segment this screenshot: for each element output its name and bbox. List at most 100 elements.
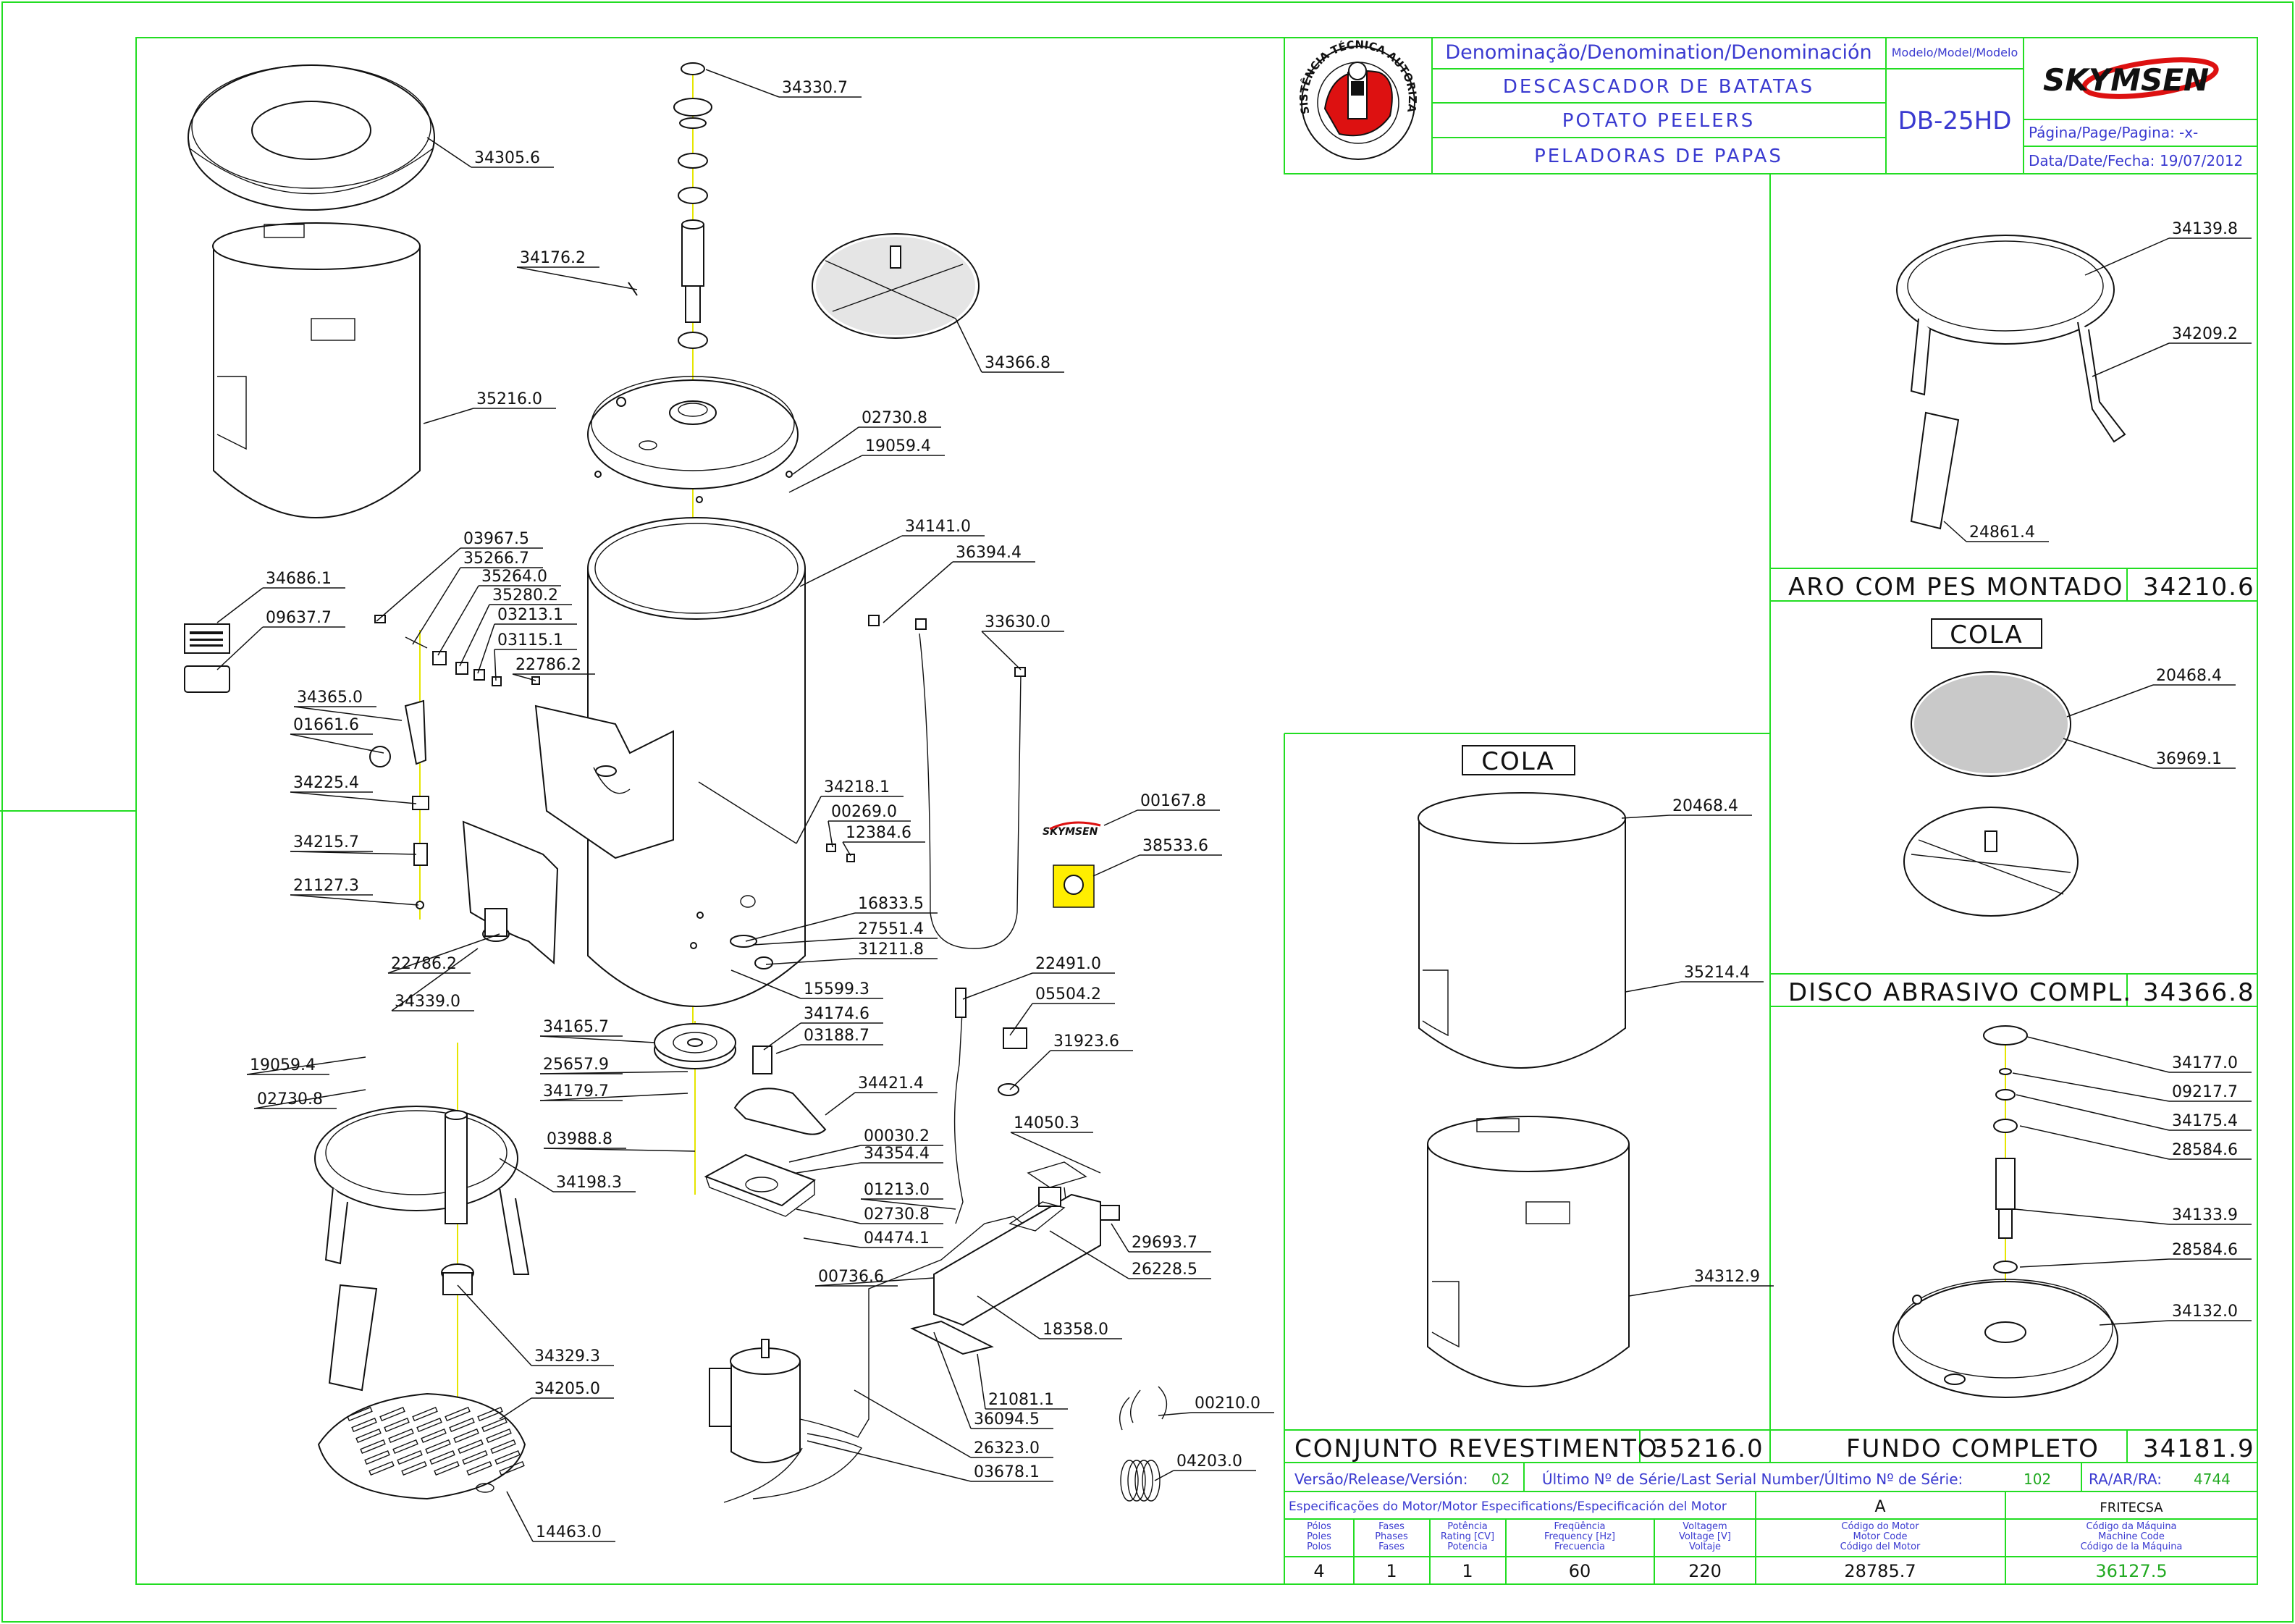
part-callout: 29693.7: [1132, 1234, 1197, 1252]
leader-line: [457, 1284, 532, 1366]
base-ring-part: [314, 1106, 530, 1392]
leader-line: [1158, 1412, 1192, 1416]
part-callout: 09637.7: [266, 609, 332, 627]
leader-line: [752, 938, 856, 946]
motor-spec-value: 220: [1688, 1561, 1722, 1581]
motor-spec-header: Código da Máquina: [2086, 1521, 2176, 1532]
leader-line: [842, 841, 851, 857]
part-callout: 14463.0: [536, 1523, 602, 1541]
part-callout: 34366.8: [985, 354, 1050, 372]
leader-line: [705, 69, 780, 98]
leader-line: [290, 791, 417, 804]
perforated-base-part: [317, 1392, 526, 1500]
part-callout: 19059.4: [865, 437, 931, 455]
vent-slot: [499, 1460, 525, 1476]
motor-spec-header: Código do Motor: [1841, 1521, 1919, 1532]
leader-line: [730, 969, 801, 999]
part-callout: 01661.6: [293, 716, 359, 734]
electrical-box-part: [933, 1161, 1120, 1326]
motor-spec-value: 1: [1462, 1561, 1473, 1581]
part-callout: 34339.0: [395, 993, 460, 1011]
release-value: 02: [1491, 1471, 1509, 1488]
disco-section-code: 34366.8: [2143, 978, 2255, 1007]
vent-slot: [466, 1460, 492, 1476]
leader-line: [977, 1295, 1040, 1339]
vent-slot: [388, 1428, 414, 1444]
part-callout: 35264.0: [481, 568, 547, 586]
product-name-pt: DESCASCADOR DE BATATAS: [1503, 76, 1814, 98]
motor-spec-header: Polos: [1307, 1541, 1331, 1552]
leader-line: [391, 948, 479, 1011]
motor-pulley-part: [752, 1045, 772, 1074]
part-callout: 02730.8: [864, 1206, 930, 1224]
leader-line: [423, 408, 474, 424]
leader-line: [825, 1092, 856, 1116]
part-callout: 04203.0: [1176, 1452, 1242, 1471]
part-callout: 00030.2: [864, 1127, 930, 1145]
part-callout: 34176.2: [520, 249, 586, 267]
leader-line: [1092, 854, 1140, 877]
aro-part-callout: 34139.8: [2172, 220, 2238, 238]
motor-spec-value: 36127.5: [2095, 1561, 2167, 1581]
vent-slot: [355, 1428, 382, 1444]
vent-slot: [453, 1428, 479, 1444]
part-callout: 34686.1: [266, 570, 332, 588]
disco-part-callout: 36969.1: [2156, 750, 2222, 768]
leader-line: [539, 1071, 688, 1074]
serial-label: Último Nº de Série/Last Serial Number/Úl…: [1542, 1471, 1963, 1488]
motor-spec-header: Phases: [1375, 1531, 1408, 1542]
motor-spec-header: Frecuencia: [1554, 1541, 1605, 1552]
brand-name: SKYMSEN: [2043, 62, 2209, 98]
disco-section-title: DISCO ABRASIVO COMPL.: [1788, 978, 2132, 1007]
fundo-part-callout: 34177.0: [2172, 1054, 2238, 1072]
warning-label-part: [1053, 864, 1095, 908]
leader-line: [1628, 1285, 1692, 1297]
leader-line: [459, 604, 490, 667]
product-name-en: POTATO PEELERS: [1562, 110, 1755, 132]
vent-slot: [449, 1417, 475, 1433]
conjunto-part-callout: 34312.9: [1694, 1268, 1760, 1286]
release-label: Versão/Release/Versión:: [1294, 1471, 1467, 1488]
part-callout: 34354.4: [864, 1145, 930, 1163]
part-callout: 22491.0: [1035, 955, 1101, 973]
part-callout: 00210.0: [1195, 1394, 1260, 1413]
fundo-part-callout: 28584.6: [2172, 1141, 2238, 1159]
leader-line: [807, 1440, 972, 1482]
leader-line: [1010, 1132, 1101, 1174]
leader-line: [293, 706, 403, 721]
part-callout: 35266.7: [463, 550, 529, 568]
part-callout: 34174.6: [804, 1005, 869, 1023]
footer-table: Versão/Release/Versión: 02 Último Nº de …: [1284, 1462, 2257, 1584]
part-callout: 34421.4: [858, 1074, 924, 1093]
water-hose-part: [868, 615, 1026, 949]
model-header: Modelo/Model/Modelo: [1892, 46, 2018, 59]
part-callout: 36094.5: [974, 1410, 1040, 1429]
product-name-es: PELADORAS DE PAPAS: [1534, 146, 1783, 167]
part-callout: 02730.8: [862, 409, 927, 427]
part-callout: 19059.4: [250, 1056, 316, 1074]
leader-line: [512, 673, 536, 681]
leader-line: [799, 535, 903, 587]
part-callout: 31923.6: [1053, 1032, 1119, 1051]
disco-section: COLA DISCO ABRASIVO COMPL. 34366.8: [1770, 600, 2257, 1007]
leader-line: [788, 1145, 862, 1163]
fundo-part-callout: 09217.7: [2172, 1083, 2238, 1101]
aro-section: ARO COM PES MONTADO 34210.6: [1770, 235, 2257, 602]
leader-line: [253, 1089, 366, 1109]
leader-line: [376, 547, 461, 622]
part-callout: 16833.5: [858, 895, 924, 913]
leader-line: [290, 733, 384, 754]
conjunto-section-title: CONJUNTO REVESTIMENTO: [1294, 1434, 1659, 1463]
leader-line: [955, 318, 982, 373]
part-callout: 26323.0: [974, 1439, 1040, 1457]
vent-slot: [434, 1460, 460, 1476]
leader-line: [1009, 1050, 1051, 1090]
leader-line: [745, 912, 856, 942]
part-callout: 34329.3: [534, 1347, 600, 1366]
part-callout: 00269.0: [831, 803, 897, 821]
ra-label: RA/AR/RA:: [2089, 1471, 2162, 1488]
drain-pipe-part: [404, 699, 427, 765]
leader-line: [412, 567, 461, 645]
part-callout: 34205.0: [534, 1380, 600, 1398]
